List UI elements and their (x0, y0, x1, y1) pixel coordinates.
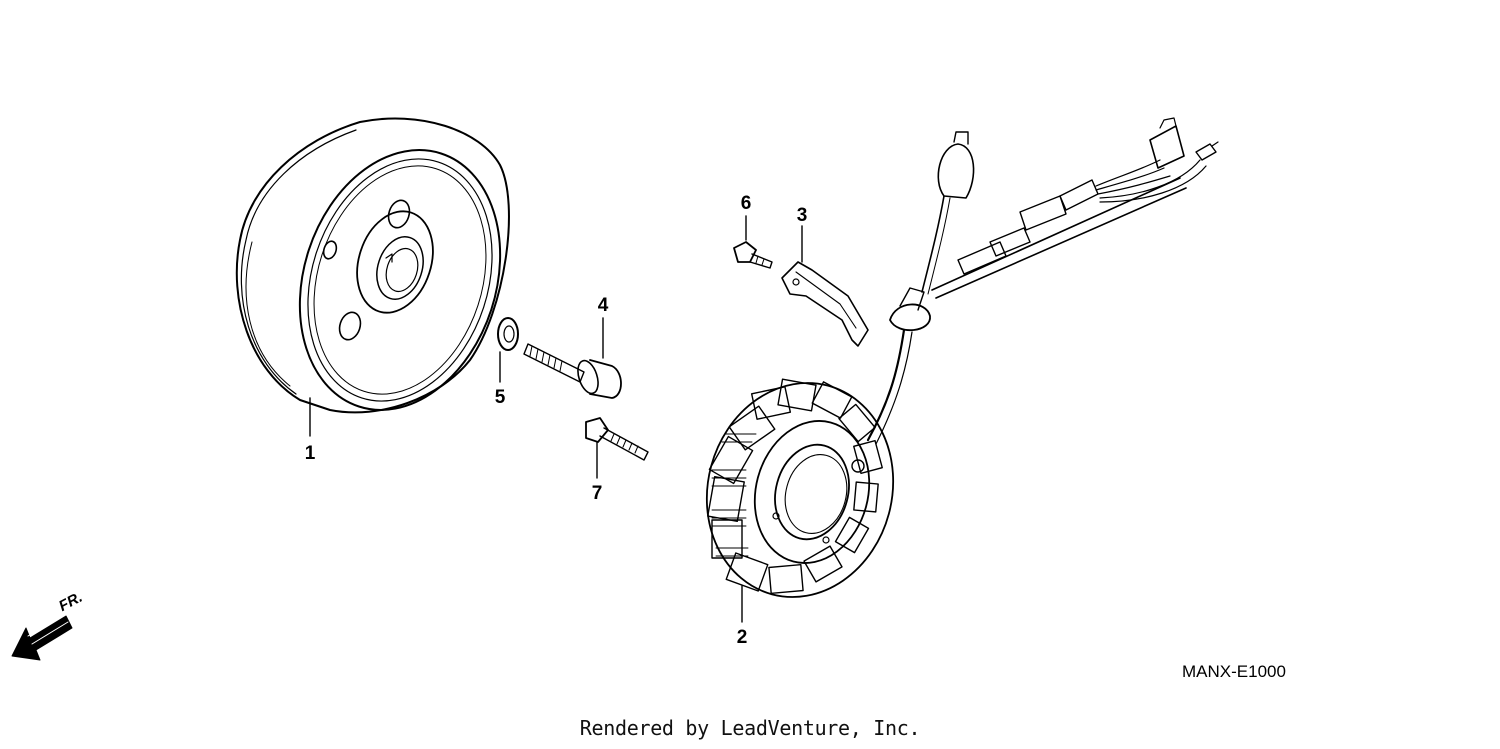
flywheel (235, 117, 510, 437)
stator-assembly (705, 117, 1219, 623)
render-credit: Rendered by LeadVenture, Inc. (579, 716, 921, 740)
drawing-code: MANX-E1000 (1182, 662, 1286, 681)
callout-4: 4 (597, 295, 609, 316)
wire-harness (866, 117, 1219, 445)
clamp-bolt (733, 215, 773, 269)
callout-6: 6 (740, 193, 752, 214)
small-bolt (585, 417, 649, 479)
callout-5: 5 (494, 387, 506, 408)
callout-2: 2 (736, 627, 748, 648)
callout-1: 1 (304, 443, 316, 464)
callout-7: 7 (591, 483, 603, 504)
front-direction-arrow (11, 613, 73, 661)
callout-3: 3 (796, 205, 808, 226)
flange-bolt (523, 317, 622, 399)
cord-clamp (781, 225, 869, 347)
washer (497, 317, 519, 383)
